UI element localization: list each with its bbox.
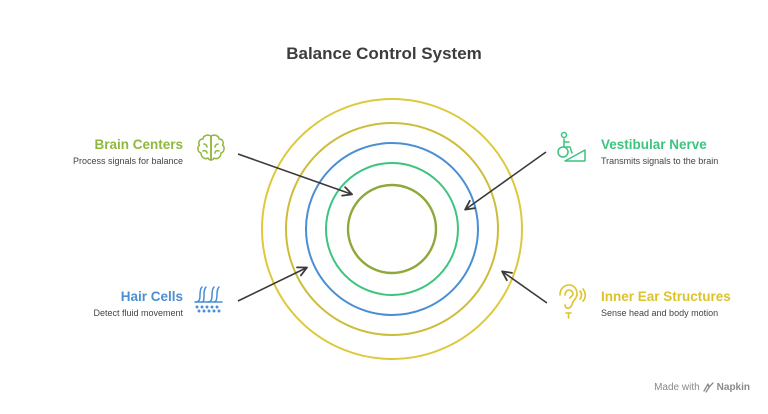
ear-icon: [559, 284, 587, 319]
ring-middle: [305, 142, 479, 316]
label-inner-ear-structures: Inner Ear Structures Sense head and body…: [601, 288, 768, 320]
arrow-hair-cells: [237, 266, 308, 302]
vestibular-nerve-description: Transmits signals to the brain: [601, 156, 719, 166]
napkin-logo-icon: [703, 382, 714, 393]
label-vestibular-nerve: Vestibular Nerve Transmits signals to th…: [601, 136, 768, 168]
vestibular-nerve-title: Vestibular Nerve: [601, 137, 707, 152]
ring-outer: [261, 98, 523, 360]
ring-second: [285, 122, 499, 336]
arrow-inner-ear: [501, 270, 548, 304]
diagram-title: Balance Control System: [286, 44, 482, 63]
hair-follicle-icon: [194, 286, 223, 313]
inner-ear-structures-description: Sense head and body motion: [601, 308, 719, 318]
made-with-napkin-footer[interactable]: Made with Napkin: [654, 382, 750, 393]
label-brain-centers: Brain Centers Process signals for balanc…: [0, 136, 183, 168]
wheelchair-ramp-icon: [557, 131, 586, 162]
ring-fourth: [325, 162, 459, 296]
footer-brand: Napkin: [716, 382, 750, 393]
footer-prefix: Made with: [654, 382, 700, 393]
brain-centers-description: Process signals for balance: [72, 156, 183, 166]
brain-centers-title: Brain Centers: [94, 137, 183, 152]
hair-cells-title: Hair Cells: [120, 289, 183, 304]
inner-ear-structures-title: Inner Ear Structures: [601, 289, 731, 304]
label-hair-cells: Hair Cells Detect fluid movement: [0, 288, 183, 320]
ring-inner: [346, 183, 438, 275]
arrow-vestibular-nerve: [464, 151, 547, 211]
hair-cells-description: Detect fluid movement: [93, 308, 183, 318]
arrow-brain-centers: [237, 153, 353, 197]
brain-icon: [197, 134, 225, 161]
